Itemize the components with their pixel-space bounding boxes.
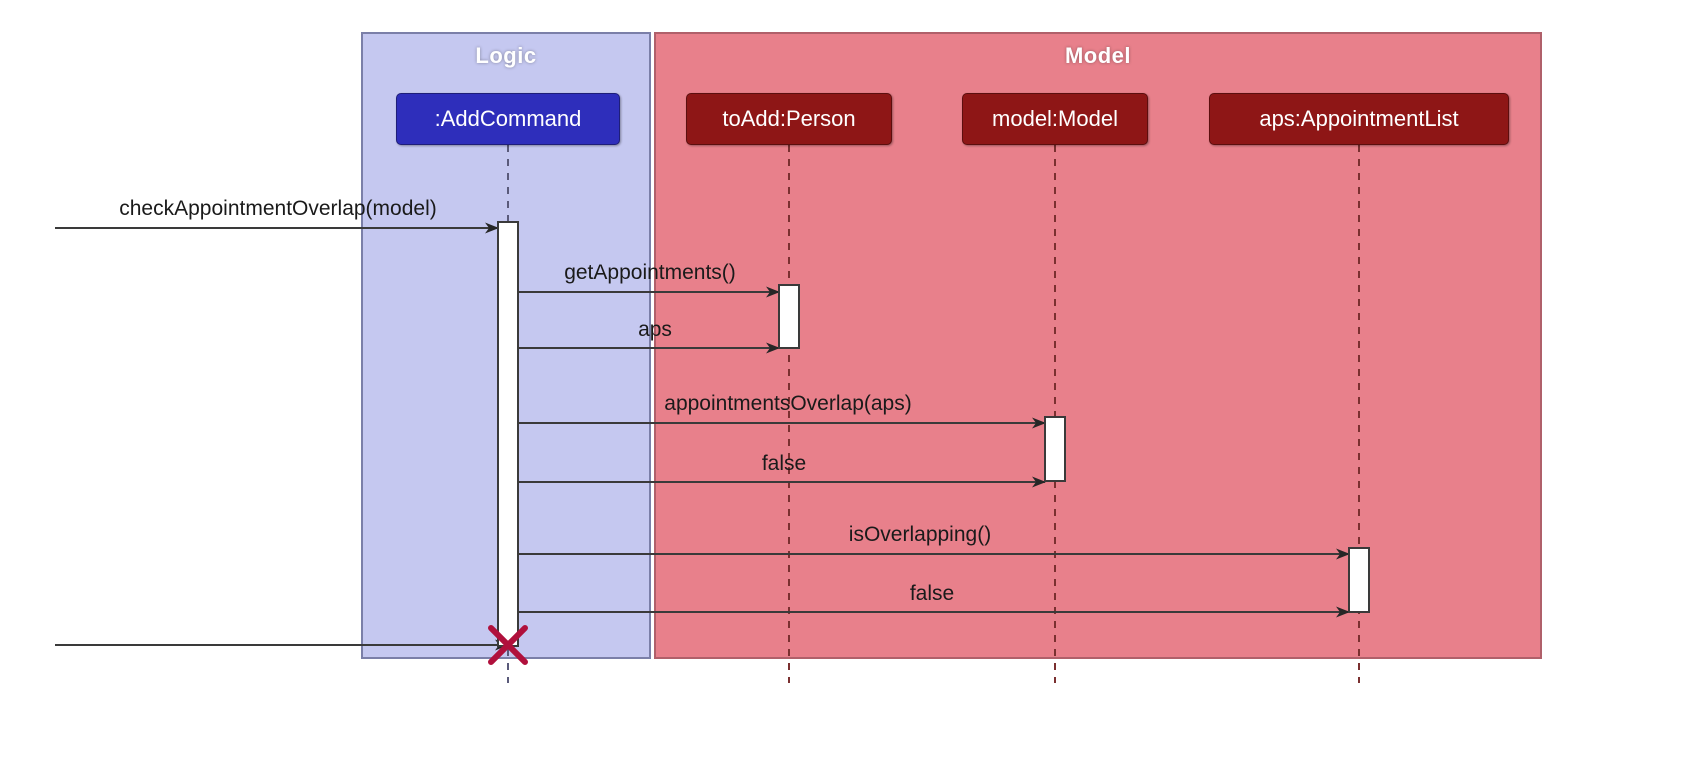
destroy-markers-layer [488,625,528,665]
activations-layer [497,221,1370,647]
activation-bar-toaddperson [778,284,800,349]
destroy-marker-addcommand [488,625,528,665]
participant-apsappointment[interactable]: aps:AppointmentList [1209,93,1509,145]
participant-addcommand[interactable]: :AddCommand [396,93,620,145]
participant-toaddperson[interactable]: toAdd:Person [686,93,892,145]
messages-layer [55,222,1350,651]
activation-bar-modelmodel [1044,416,1066,482]
activation-bar-apsappointment [1348,547,1370,613]
activation-bar-addcommand [497,221,519,647]
participant-modelmodel[interactable]: model:Model [962,93,1148,145]
